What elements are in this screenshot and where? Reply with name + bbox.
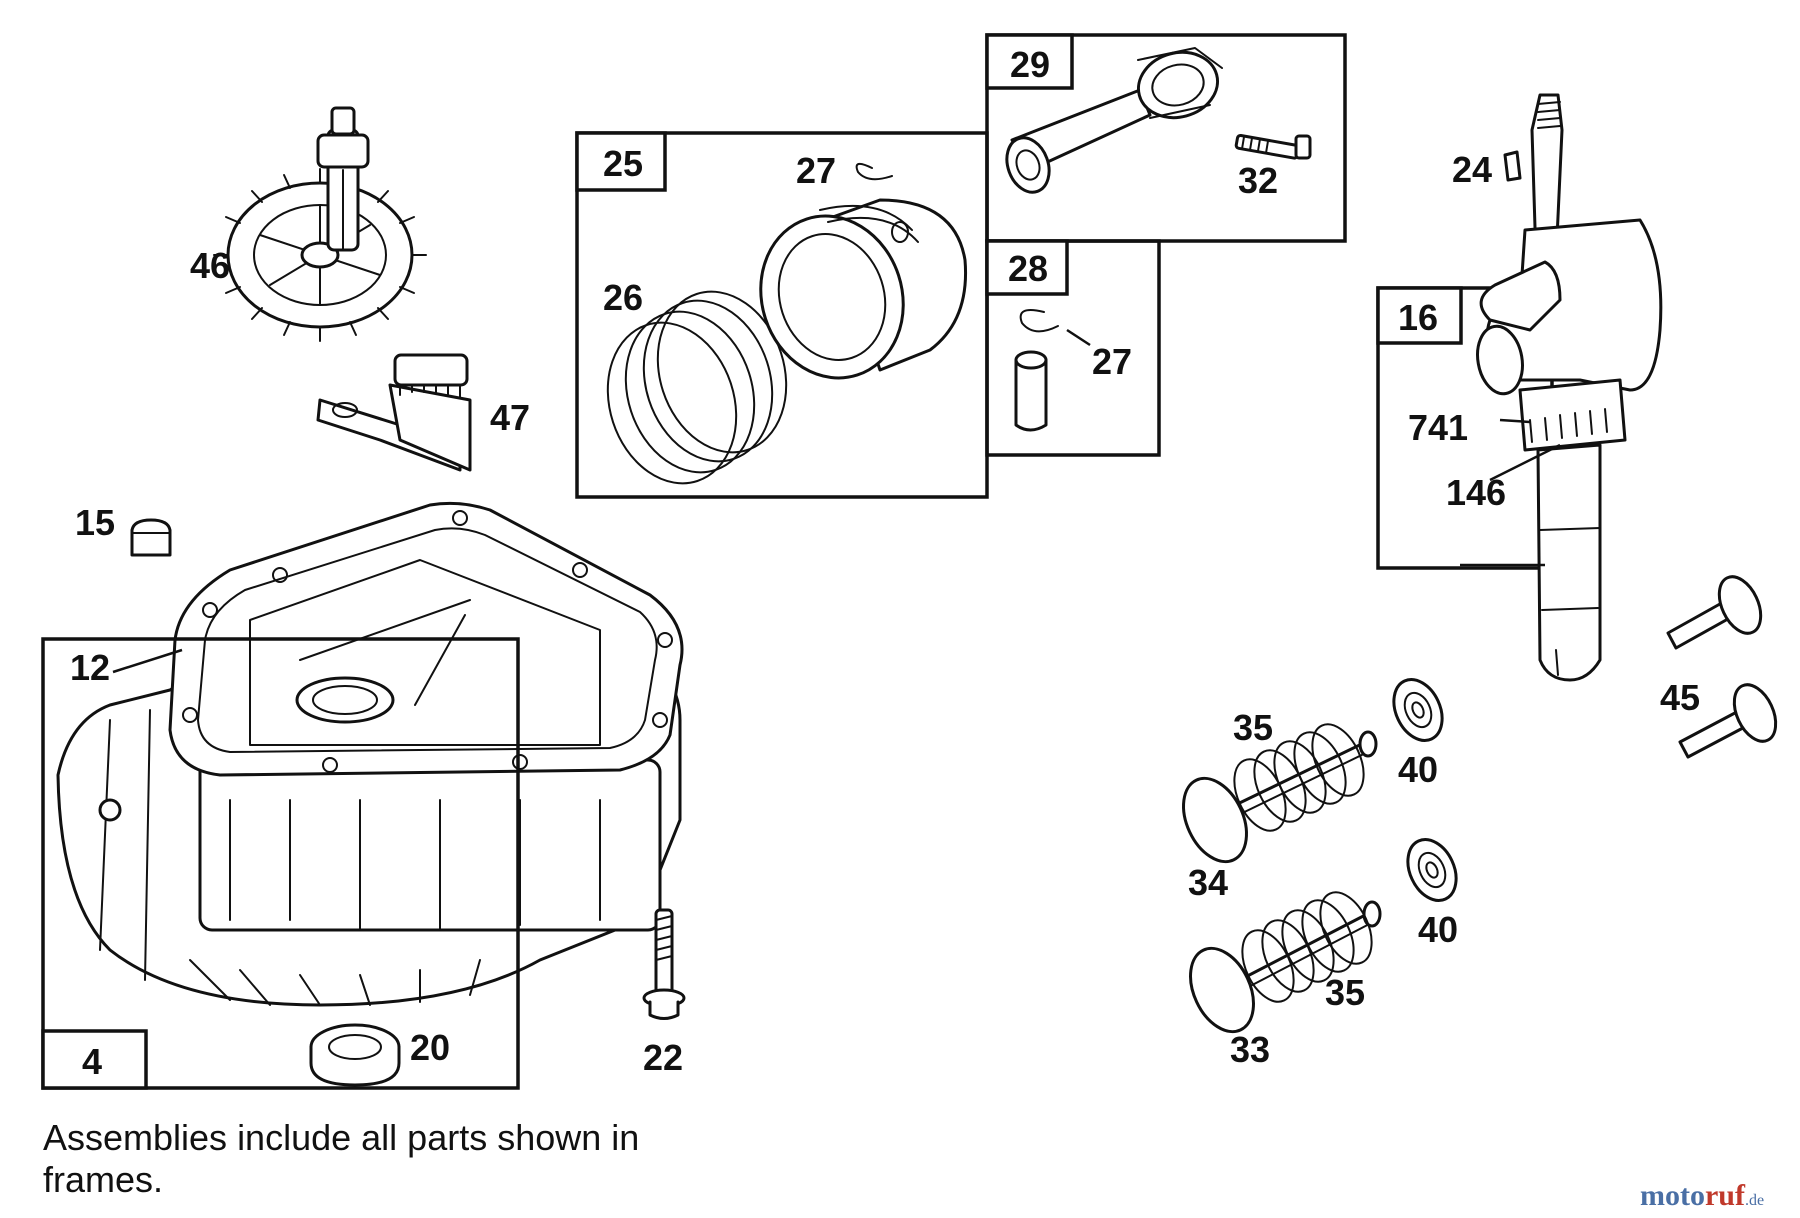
label-27-piston: 27: [796, 150, 836, 191]
label-25: 25: [603, 143, 643, 184]
label-35-lower: 35: [1325, 972, 1365, 1013]
label-45: 45: [1660, 677, 1700, 718]
label-28: 28: [1008, 248, 1048, 289]
part-22-bolt: [642, 908, 686, 1020]
part-45-tappet-upper: [1666, 575, 1763, 650]
label-15: 15: [75, 502, 115, 543]
label-35-upper: 35: [1233, 707, 1273, 748]
label-22: 22: [643, 1037, 683, 1078]
tag-box-28: [985, 239, 1069, 296]
part-33-valve-lower: [1189, 900, 1382, 1034]
part-34-valve-upper: [1182, 730, 1378, 864]
note-line-1: Assemblies include all parts shown in: [43, 1117, 639, 1158]
label-40-upper: 40: [1398, 749, 1438, 790]
frame-28: [985, 239, 1161, 457]
part-35-spring-lower: [1241, 891, 1373, 1003]
label-16: 16: [1398, 297, 1438, 338]
leader-lines: [112, 328, 1561, 674]
label-27-pin: 27: [1092, 341, 1132, 382]
frame-4: [41, 637, 520, 1090]
frame-29: [985, 33, 1347, 243]
tag-box-16: [1376, 286, 1463, 345]
part-24-key: [1503, 150, 1522, 182]
part-27-clip-b: [1019, 309, 1059, 333]
part-47-bracket: [316, 353, 472, 472]
label-20: 20: [410, 1027, 450, 1068]
part-40-retainer-lower: [1406, 838, 1458, 902]
label-741: 741: [1408, 407, 1468, 448]
label-29: 29: [1010, 44, 1050, 85]
tag-box-25: [575, 131, 667, 192]
svg-text:motoruf.de: motoruf.de: [1640, 1179, 1764, 1212]
label-33: 33: [1230, 1029, 1270, 1070]
part-27-clip-a: [855, 162, 893, 181]
tag-box-4: [41, 1029, 148, 1090]
part-46-cam-gear: [213, 106, 427, 342]
part-32-bolt: [1234, 133, 1312, 160]
label-24: 24: [1452, 149, 1492, 190]
part-20-seal: [309, 1023, 401, 1087]
label-12: 12: [70, 647, 110, 688]
label-46: 46: [190, 245, 230, 286]
part-40-retainer-upper: [1392, 678, 1444, 742]
note-line-2: frames.: [43, 1159, 163, 1200]
part-15-key: [130, 518, 172, 557]
part-35-spring-upper: [1233, 723, 1365, 832]
label-146: 146: [1446, 472, 1506, 513]
label-34: 34: [1188, 862, 1228, 903]
part-29-connecting-rod: [1005, 47, 1223, 194]
label-32: 32: [1238, 160, 1278, 201]
part-26-piston-rings: [606, 290, 788, 485]
tag-box-29: [985, 33, 1074, 90]
label-47: 47: [490, 397, 530, 438]
watermark-logo: motoruf.de: [1640, 1179, 1764, 1212]
part-piston: [759, 198, 968, 380]
part-piston-pin: [1014, 350, 1048, 432]
label-40-lower: 40: [1418, 909, 1458, 950]
part-crankshaft: [1476, 93, 1663, 682]
label-26: 26: [603, 277, 643, 318]
part-45-tappet-lower: [1678, 683, 1778, 759]
label-4: 4: [82, 1041, 102, 1082]
